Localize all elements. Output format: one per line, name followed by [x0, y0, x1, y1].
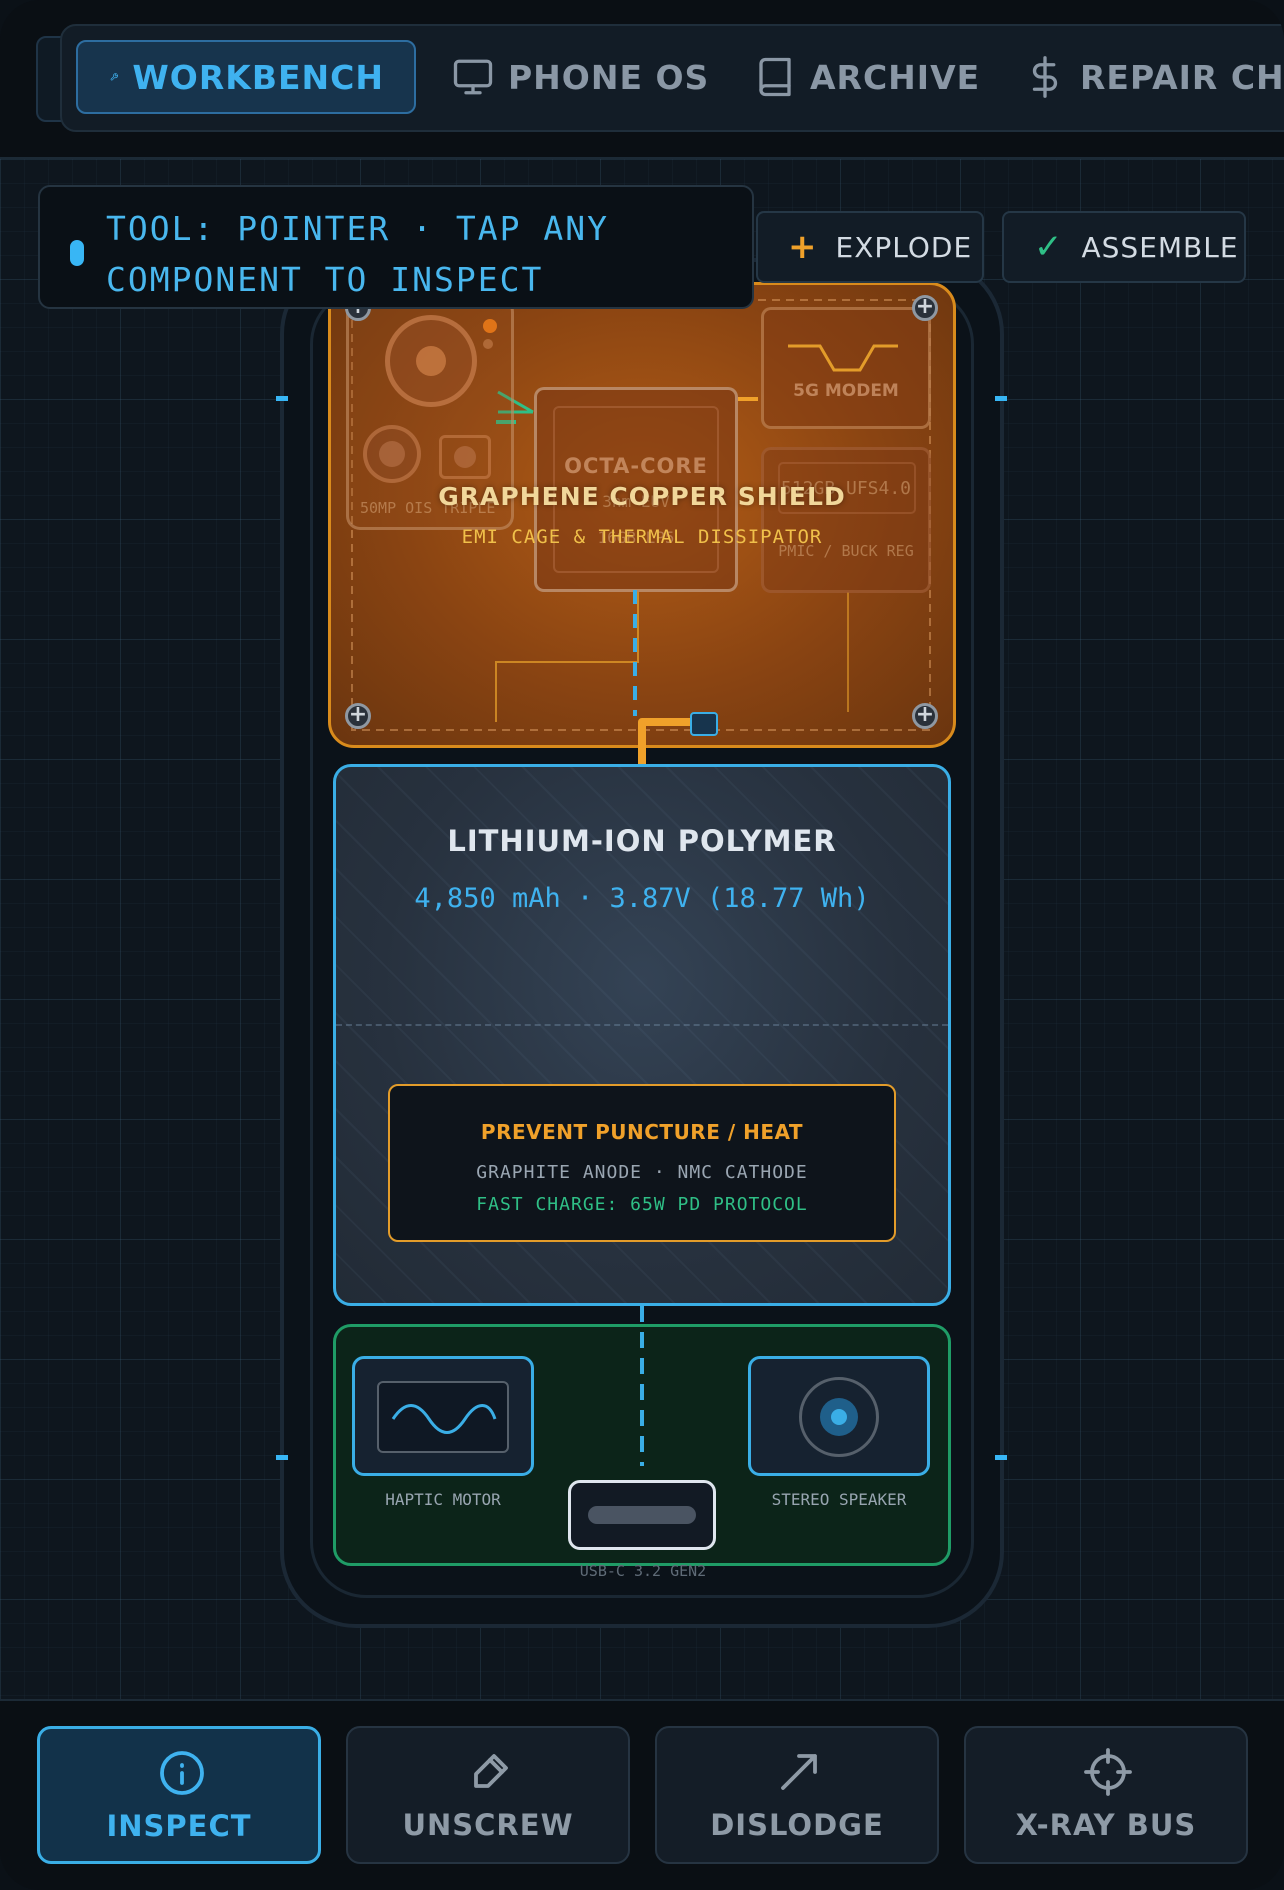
speaker-label: STEREO SPEAKER — [771, 1490, 907, 1509]
pmic-label: PMIC / BUCK REG — [778, 542, 914, 560]
unscrew-tool-button[interactable]: UNSCREW — [346, 1726, 630, 1864]
crosshair-icon — [1084, 1748, 1132, 1796]
screw-bottom-left[interactable]: + — [345, 703, 371, 729]
explode-label: EXPLODE — [835, 230, 973, 264]
modem-label: 5G MODEM — [793, 381, 899, 401]
explode-button[interactable]: + EXPLODE — [756, 211, 984, 283]
main-lens — [385, 315, 477, 407]
battery-spec: 4,850 mAh · 3.87V (18.77 Wh) — [414, 883, 870, 914]
alignment-tick — [995, 1455, 1007, 1460]
info-icon — [160, 1751, 204, 1795]
status-dot — [70, 240, 84, 266]
cpu-chip[interactable] — [534, 387, 738, 592]
tab-archive[interactable]: ARCHIVE — [754, 40, 980, 114]
tab-label: ARCHIVE — [810, 57, 981, 97]
tool-label: DISLODGE — [710, 1808, 884, 1842]
screw-bottom-right[interactable]: + — [912, 703, 938, 729]
tab-workbench[interactable]: WORKBENCH — [76, 40, 416, 114]
alignment-tick — [276, 396, 288, 401]
shield-subtitle: EMI CAGE & THERMAL DISSIPATOR — [461, 526, 823, 548]
speaker-icon — [799, 1377, 879, 1457]
cpu-title: OCTA-CORE — [564, 454, 708, 478]
dislodge-tool-button[interactable]: DISLODGE — [655, 1726, 939, 1864]
cpu-process: 3nm EUV — [602, 492, 670, 511]
dollar-icon — [1032, 56, 1058, 98]
tab-label: WORKBENCH — [132, 57, 384, 97]
stereo-speaker[interactable] — [748, 1356, 930, 1476]
battery-chemistry: GRAPHITE ANODE · NMC CATHODE — [476, 1162, 808, 1183]
inspect-tool-button[interactable]: INSPECT — [37, 1726, 321, 1864]
tab-repair-chain[interactable]: REPAIR CHAI — [1024, 40, 1284, 114]
xray-bus-tool-button[interactable]: X-RAY BUS — [964, 1726, 1248, 1864]
storage-label: 512GB UFS4.0 — [780, 478, 912, 499]
ultrawide-lens — [363, 425, 421, 483]
tool-label: X-RAY BUS — [1015, 1808, 1197, 1842]
screwdriver-icon — [474, 1754, 508, 1788]
camera-label: 50MP OIS TRIPLE — [360, 499, 496, 517]
screw-top-right[interactable]: + — [912, 295, 938, 321]
battery-flex-cable — [633, 590, 692, 766]
storage-chip[interactable] — [761, 447, 931, 593]
check-icon: ✓ — [1034, 227, 1064, 267]
haptic-label: HAPTIC MOTOR — [385, 1490, 501, 1509]
tool-instruction: TOOL: POINTER · TAP ANY COMPONENT TO INS… — [106, 209, 609, 299]
monitor-icon — [453, 59, 493, 95]
flash-led — [483, 319, 497, 333]
assemble-button[interactable]: ✓ ASSEMBLE — [1002, 211, 1246, 283]
tool-banner: TOOL: POINTER · TAP ANY COMPONENT TO INS… — [38, 185, 754, 309]
tool-label: INSPECT — [106, 1809, 252, 1843]
sub-board-link — [640, 1306, 644, 1466]
haptic-motor[interactable] — [352, 1356, 534, 1476]
battery-warning-label — [388, 1084, 896, 1242]
battery-fold-line — [336, 1024, 948, 1026]
usb-slot — [588, 1506, 696, 1524]
tab-phone-os[interactable]: PHONE OS — [452, 40, 709, 114]
tab-label: PHONE OS — [508, 57, 710, 97]
battery-connector[interactable] — [690, 712, 718, 736]
assemble-label: ASSEMBLE — [1081, 230, 1239, 264]
alignment-tick — [276, 1455, 288, 1460]
telephoto-lens — [439, 435, 491, 479]
shield-title: GRAPHENE COPPER SHIELD — [438, 482, 846, 511]
tab-label: REPAIR CHAI — [1080, 57, 1284, 97]
alignment-tick — [995, 396, 1007, 401]
camera-module[interactable] — [346, 298, 514, 530]
wrench-icon — [110, 73, 119, 81]
warning-title: PREVENT PUNCTURE / HEAT — [480, 1120, 804, 1144]
book-icon — [759, 57, 791, 97]
signal-wave-icon — [788, 344, 898, 372]
pry-arrow-icon — [781, 1754, 817, 1790]
battery-title: LITHIUM-ION POLYMER — [447, 824, 837, 858]
charging-spec: FAST CHARGE: 65W PD PROTOCOL — [476, 1194, 808, 1215]
sensor-dot — [483, 339, 493, 349]
plus-icon: + — [788, 227, 818, 267]
modem-chip[interactable] — [761, 307, 931, 429]
tool-label: UNSCREW — [402, 1808, 574, 1842]
usb-label: USB-C 3.2 GEN2 — [579, 1562, 707, 1580]
cpu-memory: 16GB LP5 — [597, 528, 675, 547]
vibration-wave-icon — [391, 1404, 497, 1434]
top-nav: WORKBENCH PHONE OS ARCHIVE REPAIR CHAI — [0, 0, 1284, 159]
nav-tab-strip: WORKBENCH PHONE OS ARCHIVE REPAIR CHAI — [60, 24, 1284, 132]
